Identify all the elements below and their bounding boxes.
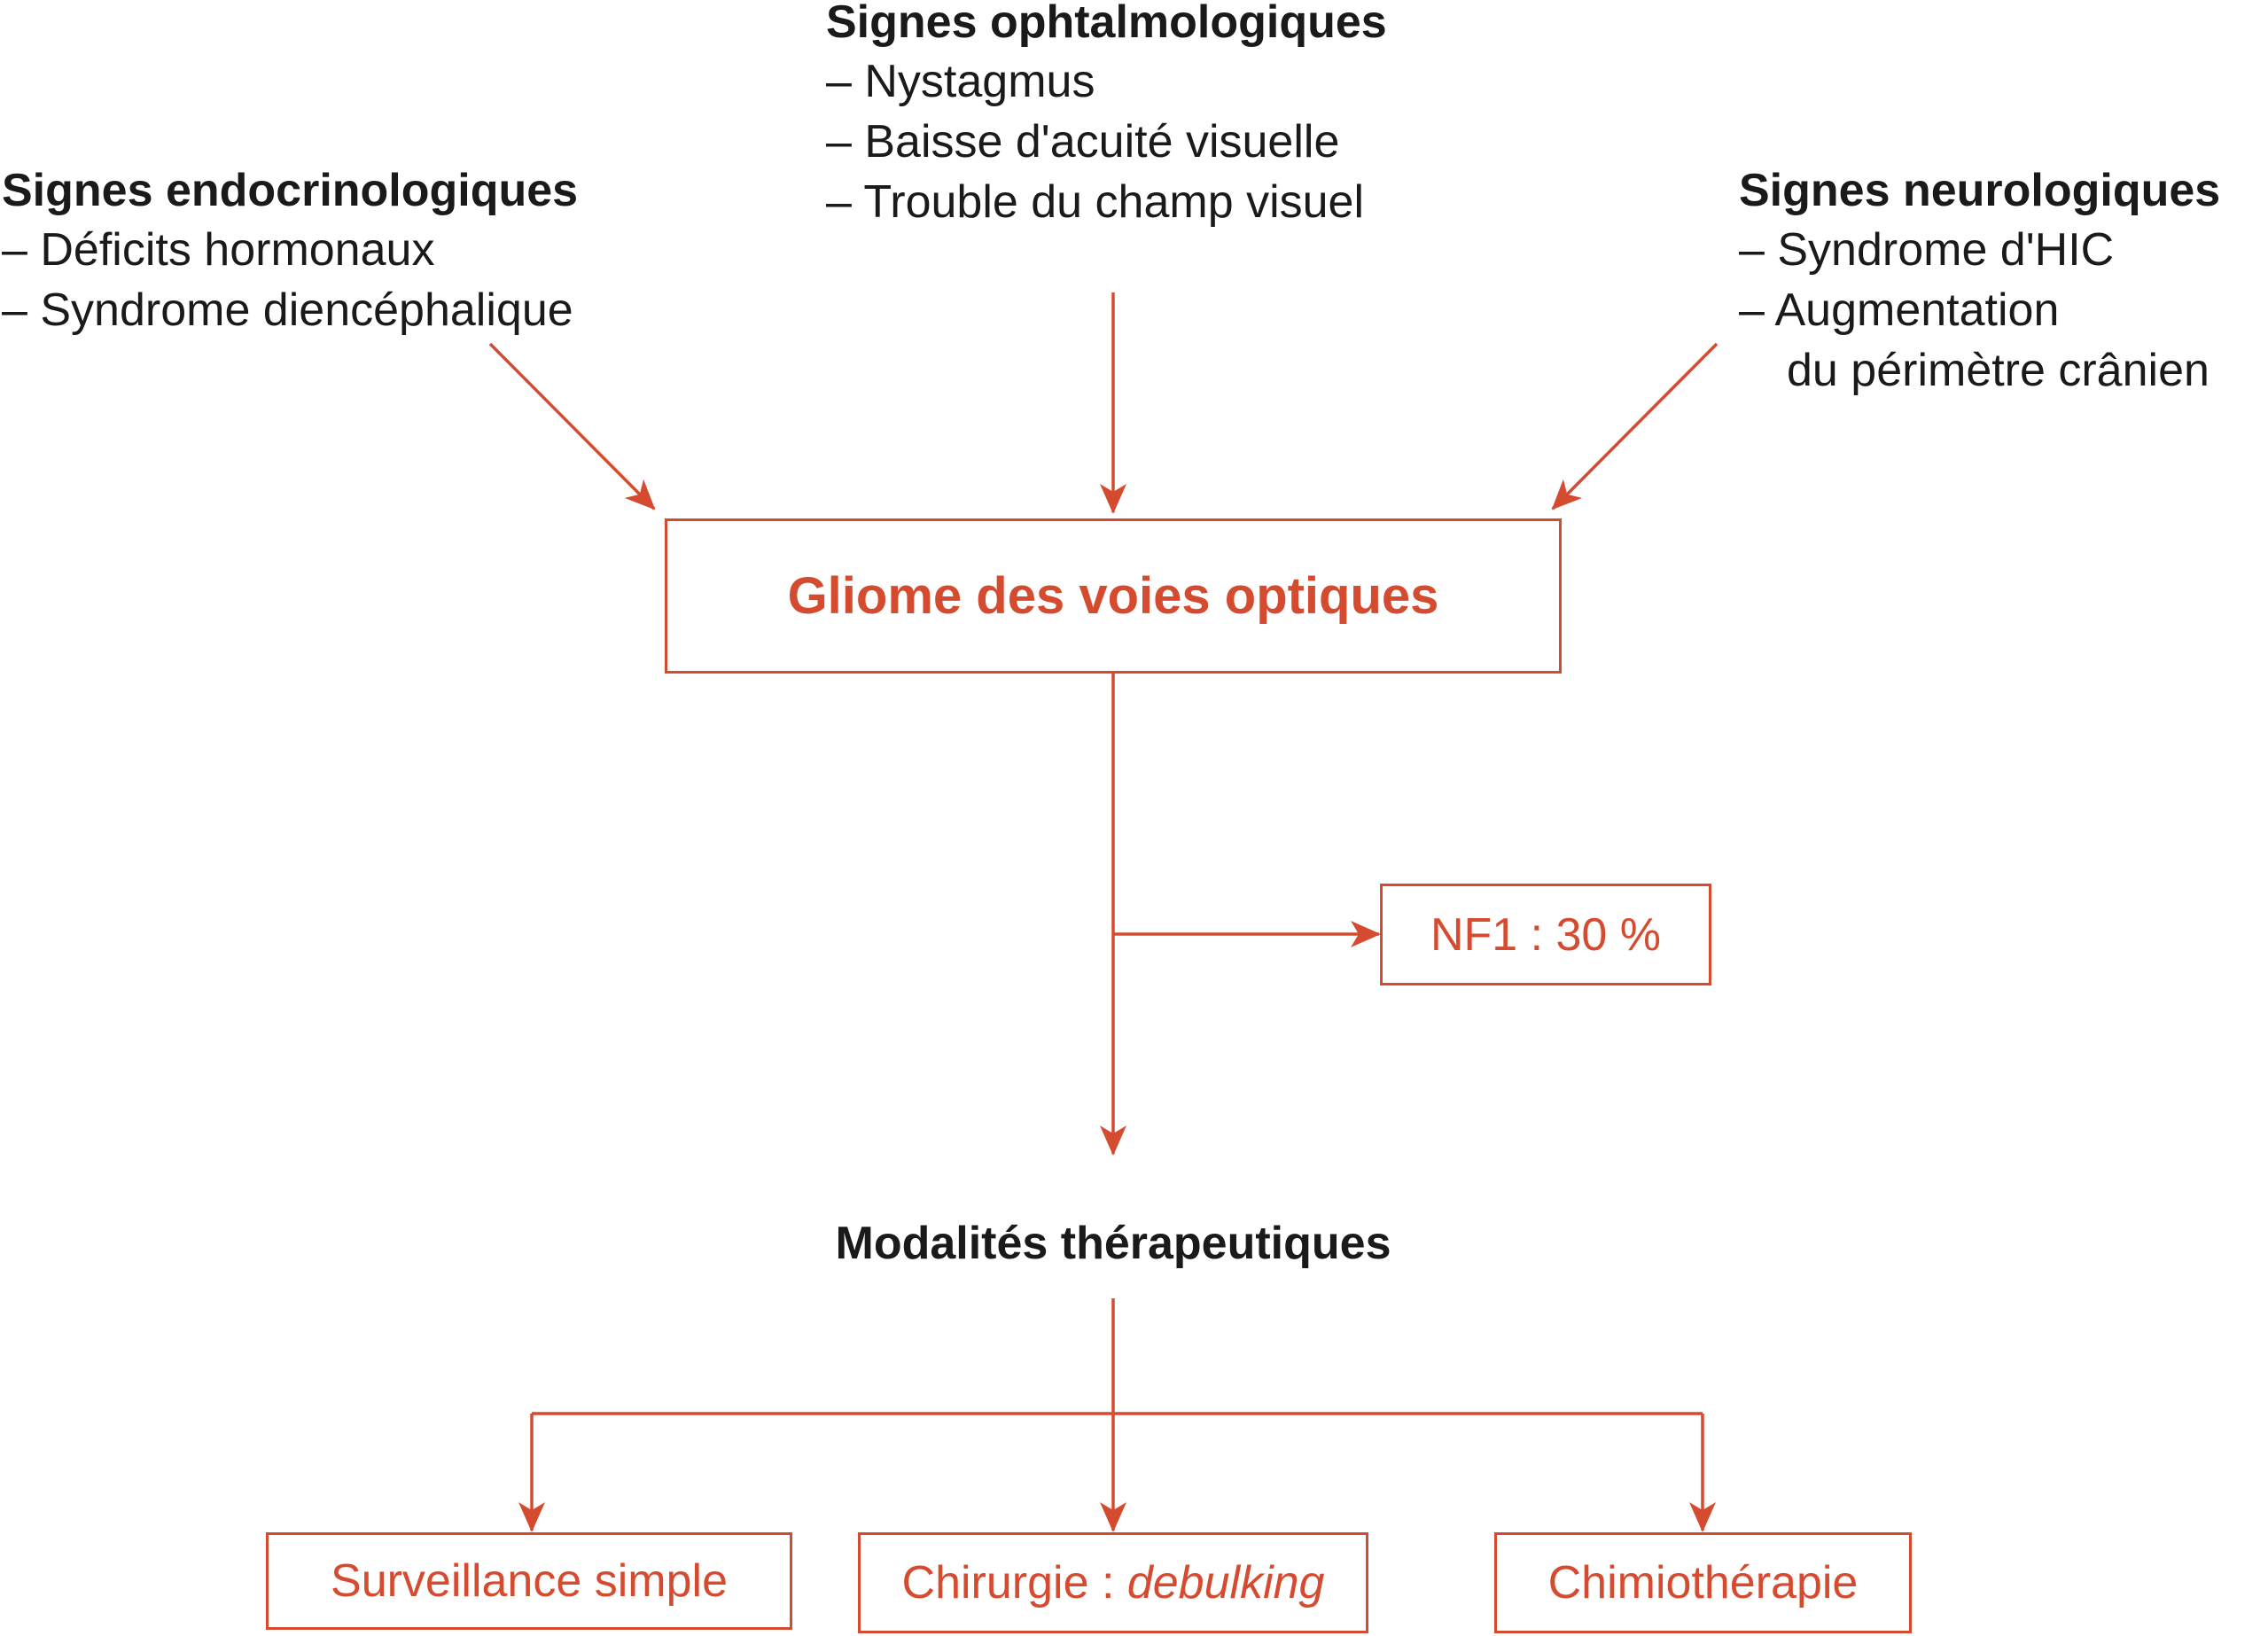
ophtalmo-title: Signes ophtalmologiques <box>826 0 1387 48</box>
chirurgie-box: Chirurgie : debulking <box>858 1532 1368 1633</box>
gliome-label: Gliome des voies optiques <box>787 567 1439 625</box>
endocrino-item-deficits: – Déficits hormonaux <box>2 224 435 276</box>
neuro-item-augmentation: – Augmentation <box>1739 284 2060 336</box>
endocrino-item-syndrome: – Syndrome diencéphalique <box>2 284 573 336</box>
therapy-title: Modalités thérapeutiques <box>835 1218 1391 1269</box>
chirurgie-prefix: Chirurgie : <box>901 1557 1127 1609</box>
endocrino-group: Signes endocrinologiques – Déficits horm… <box>2 161 578 340</box>
gliome-box: Gliome des voies optiques <box>665 518 1562 674</box>
neuro-item-hic: – Syndrome d'HIC <box>1739 224 2115 276</box>
ophtalmo-item-champ: – Trouble du champ visuel <box>826 176 1365 228</box>
neuro-group: Signes neurologiques – Syndrome d'HIC – … <box>1739 161 2220 401</box>
arrow-neuro-to-gliome <box>1551 342 1719 510</box>
neuro-title: Signes neurologiques <box>1739 165 2221 216</box>
surveillance-label: Surveillance simple <box>331 1555 728 1607</box>
chirurgie-label: Chirurgie : debulking <box>902 1556 1325 1609</box>
nf1-label: NF1 : 30 % <box>1430 908 1662 961</box>
endocrino-title: Signes endocrinologiques <box>2 165 579 216</box>
ophtalmo-group: Signes ophtalmologiques – Nystagmus – Ba… <box>826 0 1387 232</box>
neuro-item-perimetre: du périmètre crânien <box>1739 340 2220 401</box>
neuro-item-perimetre-text: du périmètre crânien <box>1787 345 2210 396</box>
chimio-label: Chimiothérapie <box>1547 1557 1859 1609</box>
arrow-endocrino-to-gliome <box>488 342 656 510</box>
chirurgie-italic: debulking <box>1126 1557 1325 1609</box>
surveillance-box: Surveillance simple <box>266 1532 792 1630</box>
ophtalmo-item-nystagmus: – Nystagmus <box>826 56 1095 107</box>
ophtalmo-item-acuite: – Baisse d'acuité visuelle <box>826 116 1340 167</box>
chimio-box: Chimiothérapie <box>1494 1532 1912 1633</box>
nf1-box: NF1 : 30 % <box>1380 884 1711 985</box>
